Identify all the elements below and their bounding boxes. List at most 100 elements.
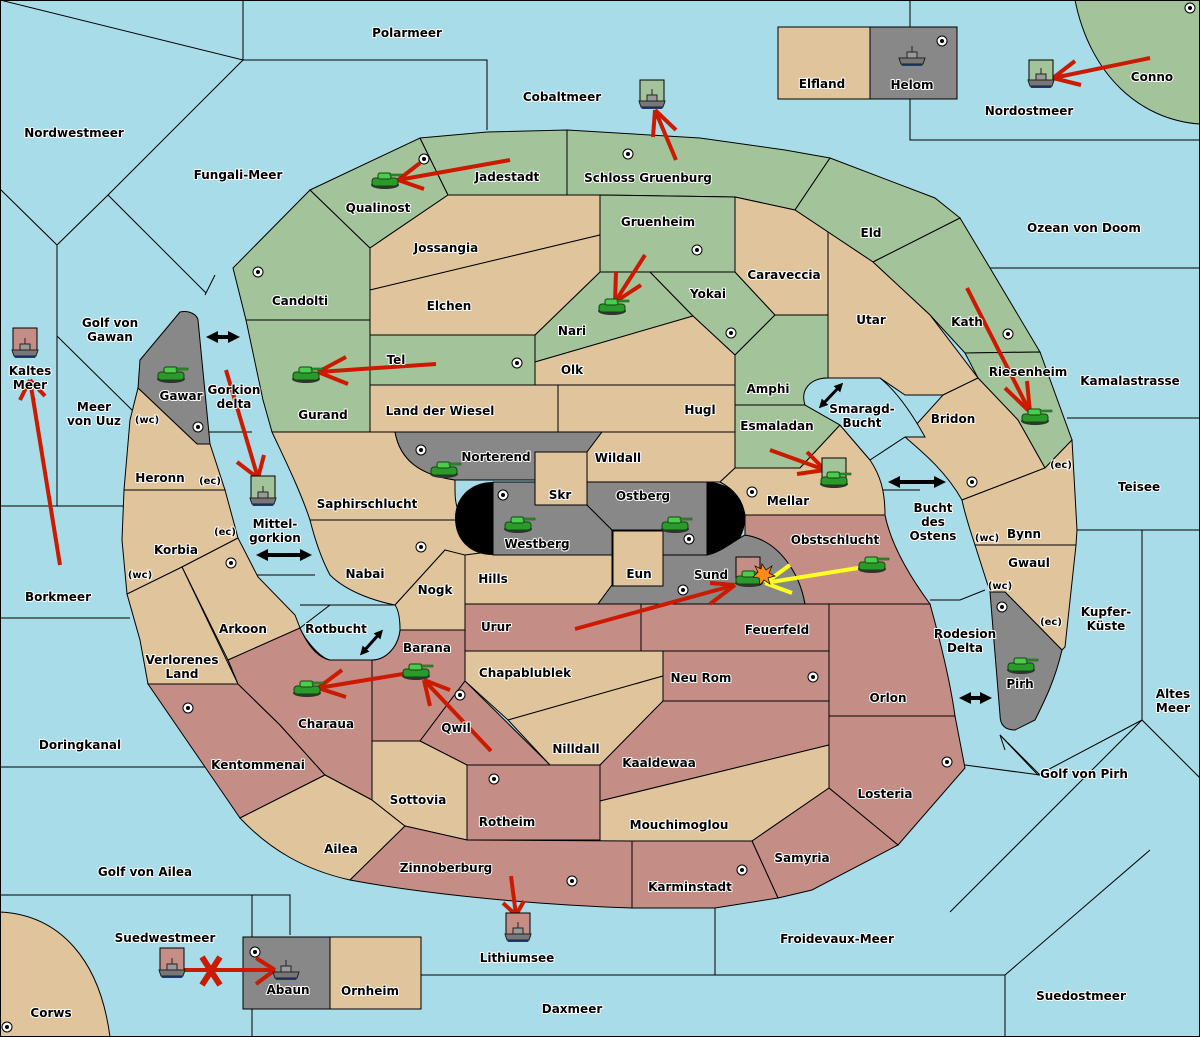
- label-barana: Barana: [403, 641, 451, 655]
- region-skr[interactable]: [534, 451, 588, 506]
- region-eun[interactable]: [612, 530, 664, 587]
- label-amphi: Amphi: [746, 382, 789, 396]
- supply-center-icon: [249, 946, 261, 958]
- label-uuz: Meer: [77, 400, 111, 414]
- label-altesmeer-2: Meer: [1156, 701, 1190, 715]
- label-conno: Conno: [1131, 70, 1173, 84]
- passage-arrow-icon: [818, 382, 844, 409]
- region-ornheim[interactable]: [329, 936, 422, 1010]
- label-altesmeer: Altes: [1156, 687, 1190, 701]
- region-elfland[interactable]: [777, 26, 871, 100]
- label-suedostmeer: Suedostmeer: [1036, 989, 1126, 1003]
- supply-center-icon: [488, 773, 500, 785]
- supply-center-icon: [1184, 2, 1196, 14]
- coast-label-gwaul-wc: (wc): [988, 581, 1012, 592]
- label-urur: Urur: [481, 620, 511, 634]
- label-verlorenes-2: Land: [166, 667, 199, 681]
- label-rodesion-2: Delta: [947, 641, 983, 655]
- label-nilldall: Nilldall: [552, 742, 599, 756]
- region-elchen[interactable]: [369, 234, 601, 336]
- label-esmaladan: Esmaladan: [740, 419, 813, 433]
- label-golfpirh: Golf von Pirh: [1040, 767, 1128, 781]
- supply-center-icon: [252, 266, 264, 278]
- order-schloss-cobaltmeer: [651, 108, 678, 161]
- units: [11, 45, 1055, 981]
- label-froidevaux: Froidevaux-Meer: [780, 932, 894, 946]
- region-olk[interactable]: [534, 315, 736, 386]
- region-karminstadt[interactable]: [631, 840, 779, 909]
- label-daxmeer: Daxmeer: [542, 1002, 603, 1016]
- supply-center-icon: [746, 486, 758, 498]
- label-gorkiondelta: Gorkion: [208, 383, 261, 397]
- label-qwil: Qwil: [441, 721, 471, 735]
- coast-label-gawar-wc: (wc): [135, 415, 159, 426]
- region-gruenheim[interactable]: [599, 194, 736, 273]
- impassable-west: [455, 482, 493, 555]
- label-kaltes: Kaltes: [9, 364, 52, 378]
- supply-center-icon: [566, 875, 578, 887]
- label-schloss: Schloss Gruenburg: [584, 171, 712, 185]
- label-bynn: Bynn: [1007, 527, 1041, 541]
- label-gruenheim: Gruenheim: [621, 215, 695, 229]
- label-losteria: Losteria: [857, 787, 912, 801]
- passage-arrow-icon: [359, 629, 384, 656]
- order-conno-nordostmeer: [1051, 56, 1151, 87]
- region-bynn[interactable]: [961, 438, 1078, 546]
- label-hugl: Hugl: [684, 403, 715, 417]
- order-urur-sund: [574, 581, 737, 631]
- coast-label-gwaul-ec: (ec): [1040, 617, 1062, 628]
- supply-center-icon: [736, 864, 748, 876]
- coast-label-korbia-wc: (wc): [128, 570, 152, 581]
- supply-center-icon: [691, 244, 703, 256]
- supply-center-icon: [415, 541, 427, 553]
- label-lithiumsee: Lithiumsee: [480, 951, 555, 965]
- label-abaun: Abaun: [266, 983, 309, 997]
- label-nabai: Nabai: [346, 567, 385, 581]
- label-eld: Eld: [861, 226, 882, 240]
- label-buchtostens-3: Ostens: [910, 529, 957, 543]
- label-helom: Helom: [890, 78, 933, 92]
- order-barana-charaua: [316, 668, 416, 699]
- order-obstschlucht-sund-bounced: [763, 563, 859, 595]
- label-korbia: Korbia: [154, 543, 198, 557]
- order-suedwestmeer-abaun-failed: [180, 955, 277, 987]
- label-caraveccia: Caraveccia: [747, 268, 820, 282]
- label-sund: Sund: [694, 568, 728, 582]
- supply-center-icon: [941, 756, 953, 768]
- label-smaragd: Smaragd-: [829, 402, 894, 416]
- label-gawar: Gawar: [159, 389, 202, 403]
- label-norterend: Norterend: [461, 450, 530, 464]
- label-sottovia: Sottovia: [390, 793, 447, 807]
- label-gurand: Gurand: [298, 408, 348, 422]
- label-orlon: Orlon: [869, 691, 906, 705]
- label-karminstadt: Karminstadt: [648, 880, 732, 894]
- supply-center-icon: [418, 153, 430, 165]
- region-corws[interactable]: [0, 911, 111, 1037]
- label-elchen: Elchen: [427, 299, 472, 313]
- label-feuerfeld: Feuerfeld: [745, 623, 810, 637]
- label-riesenheim: Riesenheim: [989, 365, 1068, 379]
- label-qualinost: Qualinost: [346, 201, 411, 215]
- region-losteria[interactable]: [828, 715, 966, 846]
- dislodged-explosion-icon: [752, 563, 776, 586]
- label-cobaltmeer: Cobaltmeer: [523, 90, 601, 104]
- region-bridon[interactable]: [904, 377, 1046, 501]
- passage-arrows: [206, 331, 992, 704]
- supply-center-icon: [192, 421, 204, 433]
- label-kentommenai: Kentommenai: [211, 758, 305, 772]
- region-jossangia[interactable]: [369, 194, 601, 291]
- supply-center-icon: [454, 689, 466, 701]
- impassable-east: [707, 482, 745, 555]
- label-kath: Kath: [951, 315, 983, 329]
- label-samyria: Samyria: [774, 851, 829, 865]
- label-kaaldewaa: Kaaldewaa: [622, 756, 696, 770]
- label-nordostmeer: Nordostmeer: [985, 104, 1074, 118]
- label-nogk: Nogk: [418, 583, 454, 597]
- label-jadestadt: Jadestadt: [474, 170, 540, 184]
- label-suedwestmeer: Suedwestmeer: [115, 931, 216, 945]
- label-ornheim: Ornheim: [341, 984, 399, 998]
- label-bridon: Bridon: [931, 412, 976, 426]
- supply-center-icon: [1, 1021, 13, 1033]
- label-rotheim: Rotheim: [479, 815, 536, 829]
